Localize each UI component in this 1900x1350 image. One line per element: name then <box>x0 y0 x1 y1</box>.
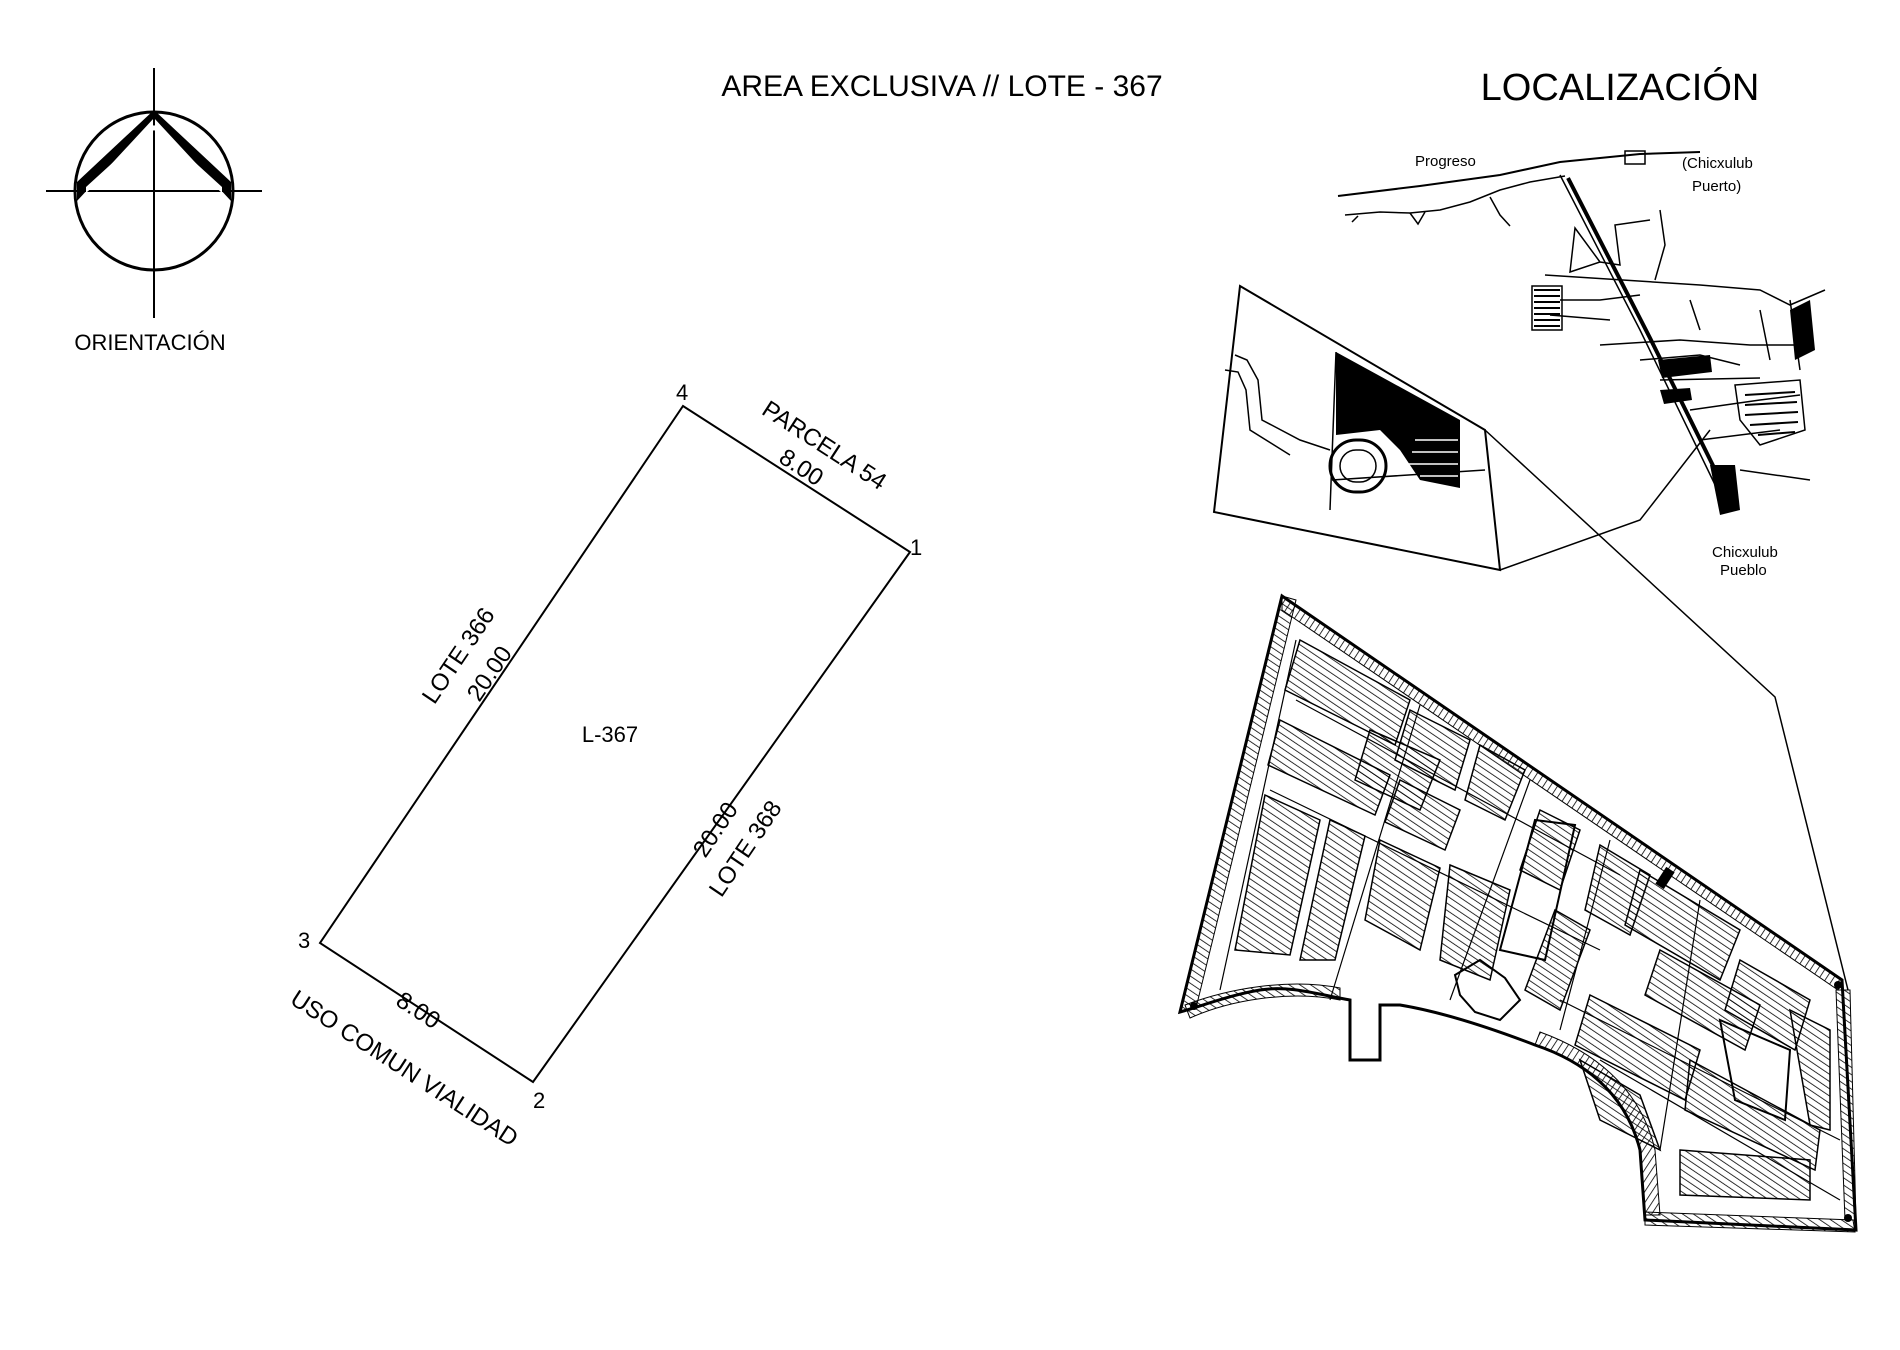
vertex-label-4: 4 <box>676 380 688 405</box>
map-label-chicxulub-puerto-1: (Chicxulub <box>1682 155 1753 172</box>
orientation-label: ORIENTACIÓN <box>74 330 225 355</box>
map-label-chicxulub-puerto-2: Puerto) <box>1692 178 1741 195</box>
lot-plan: 1 2 3 4 L-367 PARCELA 54 8.00 LOTE 366 2… <box>285 380 922 1152</box>
page-title: AREA EXCLUSIVA // LOTE - 367 <box>721 70 1162 103</box>
vertex-label-3: 3 <box>298 928 310 953</box>
location-heading: LOCALIZACIÓN <box>1481 66 1760 109</box>
detail-inset <box>1212 284 1849 991</box>
vertex-label-2: 2 <box>533 1088 545 1113</box>
orientation-symbol: ORIENTACIÓN <box>46 68 262 355</box>
subdivision-plan <box>1177 593 1858 1233</box>
north-arrow-icon <box>46 68 262 318</box>
lot-id-label: L-367 <box>582 722 638 747</box>
map-label-progreso: Progreso <box>1415 153 1476 170</box>
map-label-chicxulub-pueblo-2: Pueblo <box>1720 562 1767 579</box>
regional-map: Progreso (Chicxulub Puerto) Chicxulub Pu… <box>1337 150 1826 579</box>
lot-boundary <box>318 404 912 1084</box>
north-neighbor-label: PARCELA 54 <box>757 396 891 496</box>
vertex-label-1: 1 <box>910 535 922 560</box>
map-label-chicxulub-pueblo-1: Chicxulub <box>1712 544 1778 561</box>
